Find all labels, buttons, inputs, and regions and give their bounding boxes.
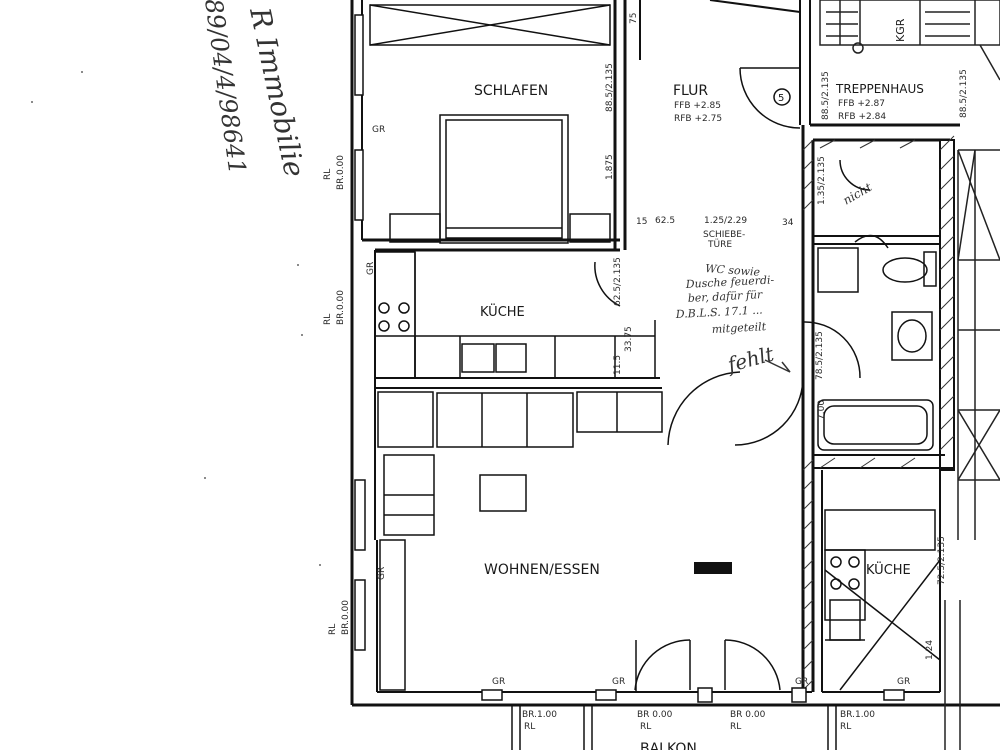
dim-1875: 1.875 [605, 154, 615, 180]
handwritten-fehlt: fehlt [723, 341, 777, 377]
room-label-flur: FLUR [673, 83, 708, 99]
rl-b2: RL [640, 722, 651, 732]
gr-b2: GR [612, 677, 625, 687]
shelf [377, 391, 663, 691]
dim-34: 34 [782, 218, 794, 228]
dim-625: 62.5 [655, 216, 675, 226]
outer-walls [350, 0, 1000, 707]
br-b4: BR.1.00 [840, 710, 875, 720]
br-2: BR.0.00 [336, 290, 346, 325]
br-b3: BR 0.00 [730, 710, 766, 720]
sofa [383, 392, 574, 536]
wall-hatching [802, 135, 955, 691]
room-label-kueche-neighbor: KÜCHE [866, 561, 911, 578]
dim-7875: 78.5/2.135 [815, 331, 825, 380]
room-label-balkon: BALKON [640, 741, 697, 750]
rl-b3: RL [730, 722, 741, 732]
room-label-wohnen: WOHNEN/ESSEN [484, 562, 600, 578]
br-1: BR.0.00 [336, 155, 346, 190]
dim-1135: 11.5 [613, 355, 623, 375]
radiators [354, 14, 366, 651]
room-label-treppenhaus: TREPPENHAUS [835, 82, 924, 96]
gr-mid: GR [366, 262, 376, 275]
rl-b4: RL [840, 722, 851, 732]
dim-885-c: 88.5/2.135 [959, 69, 969, 118]
dim-885-b: 88.5/2.135 [821, 71, 831, 120]
neighbor-strip [944, 149, 1000, 750]
handwritten-bath-scribble: nicht [841, 180, 875, 208]
bathroom-fixtures [817, 234, 937, 451]
dim-625-2135: 62.5/2.135 [613, 257, 623, 306]
rl-2: RL [323, 314, 333, 325]
dim-3375: 33.75 [624, 326, 634, 352]
handwritten-note-1: WC sowie [705, 262, 761, 279]
flur-rfb: RFB +2.75 [674, 114, 722, 124]
br-3: BR.0.00 [341, 600, 351, 635]
gr-b1: GR [492, 677, 505, 687]
br-b1: BR.1.00 [522, 710, 557, 720]
handwritten-note-5: mitgeteilt [711, 320, 766, 336]
dim-75: 75 [629, 13, 639, 24]
handwritten-stamp-line2: 89/04/4/98641 [199, 0, 251, 176]
neighbor-kitchen [824, 509, 941, 691]
br-b2: BR 0.00 [637, 710, 673, 720]
stairs [819, 0, 1000, 81]
gr-b4: GR [897, 677, 910, 687]
dim-15: 15 [636, 217, 647, 227]
kitchen-counter [374, 251, 656, 379]
dim-135-2135: 1.35/2.135 [817, 156, 827, 205]
kgr-label: KGR [894, 18, 907, 42]
dim-725: 72.5/2.135 [937, 536, 947, 585]
double-bed [389, 114, 611, 244]
circle-marker [773, 88, 791, 106]
handwritten-arrow [764, 359, 791, 373]
wardrobe [369, 4, 611, 46]
gr-top: GR [372, 125, 385, 135]
circle-marker-number: 5 [778, 93, 784, 104]
dim-885-a: 88.5/2.135 [605, 63, 615, 112]
dim-125-229: 1.25/2.29 [704, 216, 747, 226]
room-label-schlafen: SCHLAFEN [474, 83, 548, 99]
handwritten-note-2: Dusche feuerdi- [684, 273, 774, 291]
stove-burners [378, 302, 410, 332]
redaction-mark [694, 562, 732, 574]
rl-3: RL [328, 624, 338, 635]
schiebetuer-line2: TÜRE [707, 239, 732, 250]
rl-b1: RL [524, 722, 535, 732]
scan-specks [31, 71, 321, 566]
door-swings [594, 67, 871, 692]
room-label-kueche: KÜCHE [480, 303, 525, 320]
handwritten-note-4: D.B.L.S. 17.1 ... [674, 303, 762, 321]
gr-low: GR [377, 567, 387, 580]
handwritten-note-3: ber, dafür für [687, 288, 763, 305]
dim-124: 1.24 [925, 640, 935, 660]
dim-700: 7.00 [817, 400, 827, 420]
handwritten-stamp-line1: R Immobilie [243, 4, 311, 180]
flur-ffb: FFB +2.85 [674, 101, 721, 111]
treppenhaus-rfb: RFB +2.84 [838, 112, 886, 122]
treppenhaus-ffb: FFB +2.87 [838, 99, 885, 109]
bottom-windows [481, 687, 905, 750]
rl-1: RL [323, 169, 333, 180]
gr-b3: GR [795, 677, 808, 687]
schiebetuer-line1: SCHIEBE- [703, 230, 745, 240]
